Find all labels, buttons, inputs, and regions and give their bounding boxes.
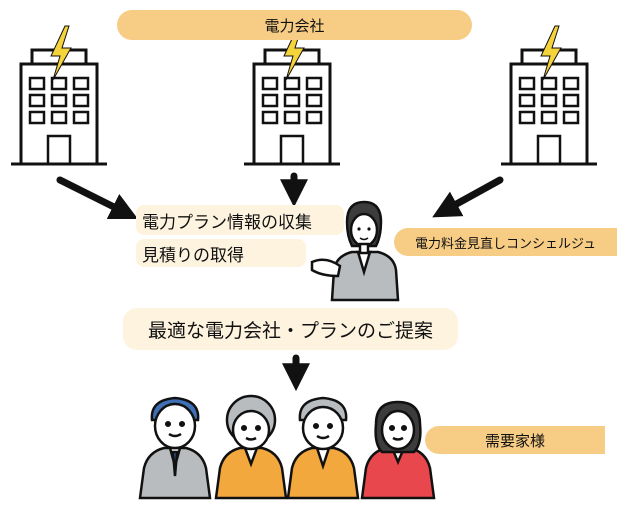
customer-group-icon: [138, 394, 436, 500]
concierge-woman-icon: [310, 200, 400, 302]
arrow-left: [56, 176, 139, 220]
get-estimate-label: 見積りの取得: [136, 239, 306, 267]
building-icon-right: [499, 24, 599, 166]
customer-3: [286, 396, 360, 500]
building-icon-center: [242, 24, 342, 166]
concierge-face: [357, 227, 371, 241]
customer-4: [360, 400, 436, 500]
customer-1: [138, 396, 212, 500]
proposal-label: 最適な電力会社・プランのご提案: [123, 308, 458, 350]
consumer-label: 需要家様: [425, 426, 605, 454]
collect-info-label: 電力プラン情報の収集: [136, 205, 344, 235]
building-icon-left: [9, 24, 109, 166]
concierge-label: 電力料金見直しコンシェルジュ: [394, 228, 617, 256]
power-company-banner: 電力会社: [117, 10, 472, 40]
customer-2: [214, 394, 288, 500]
arrow-right: [432, 176, 504, 218]
